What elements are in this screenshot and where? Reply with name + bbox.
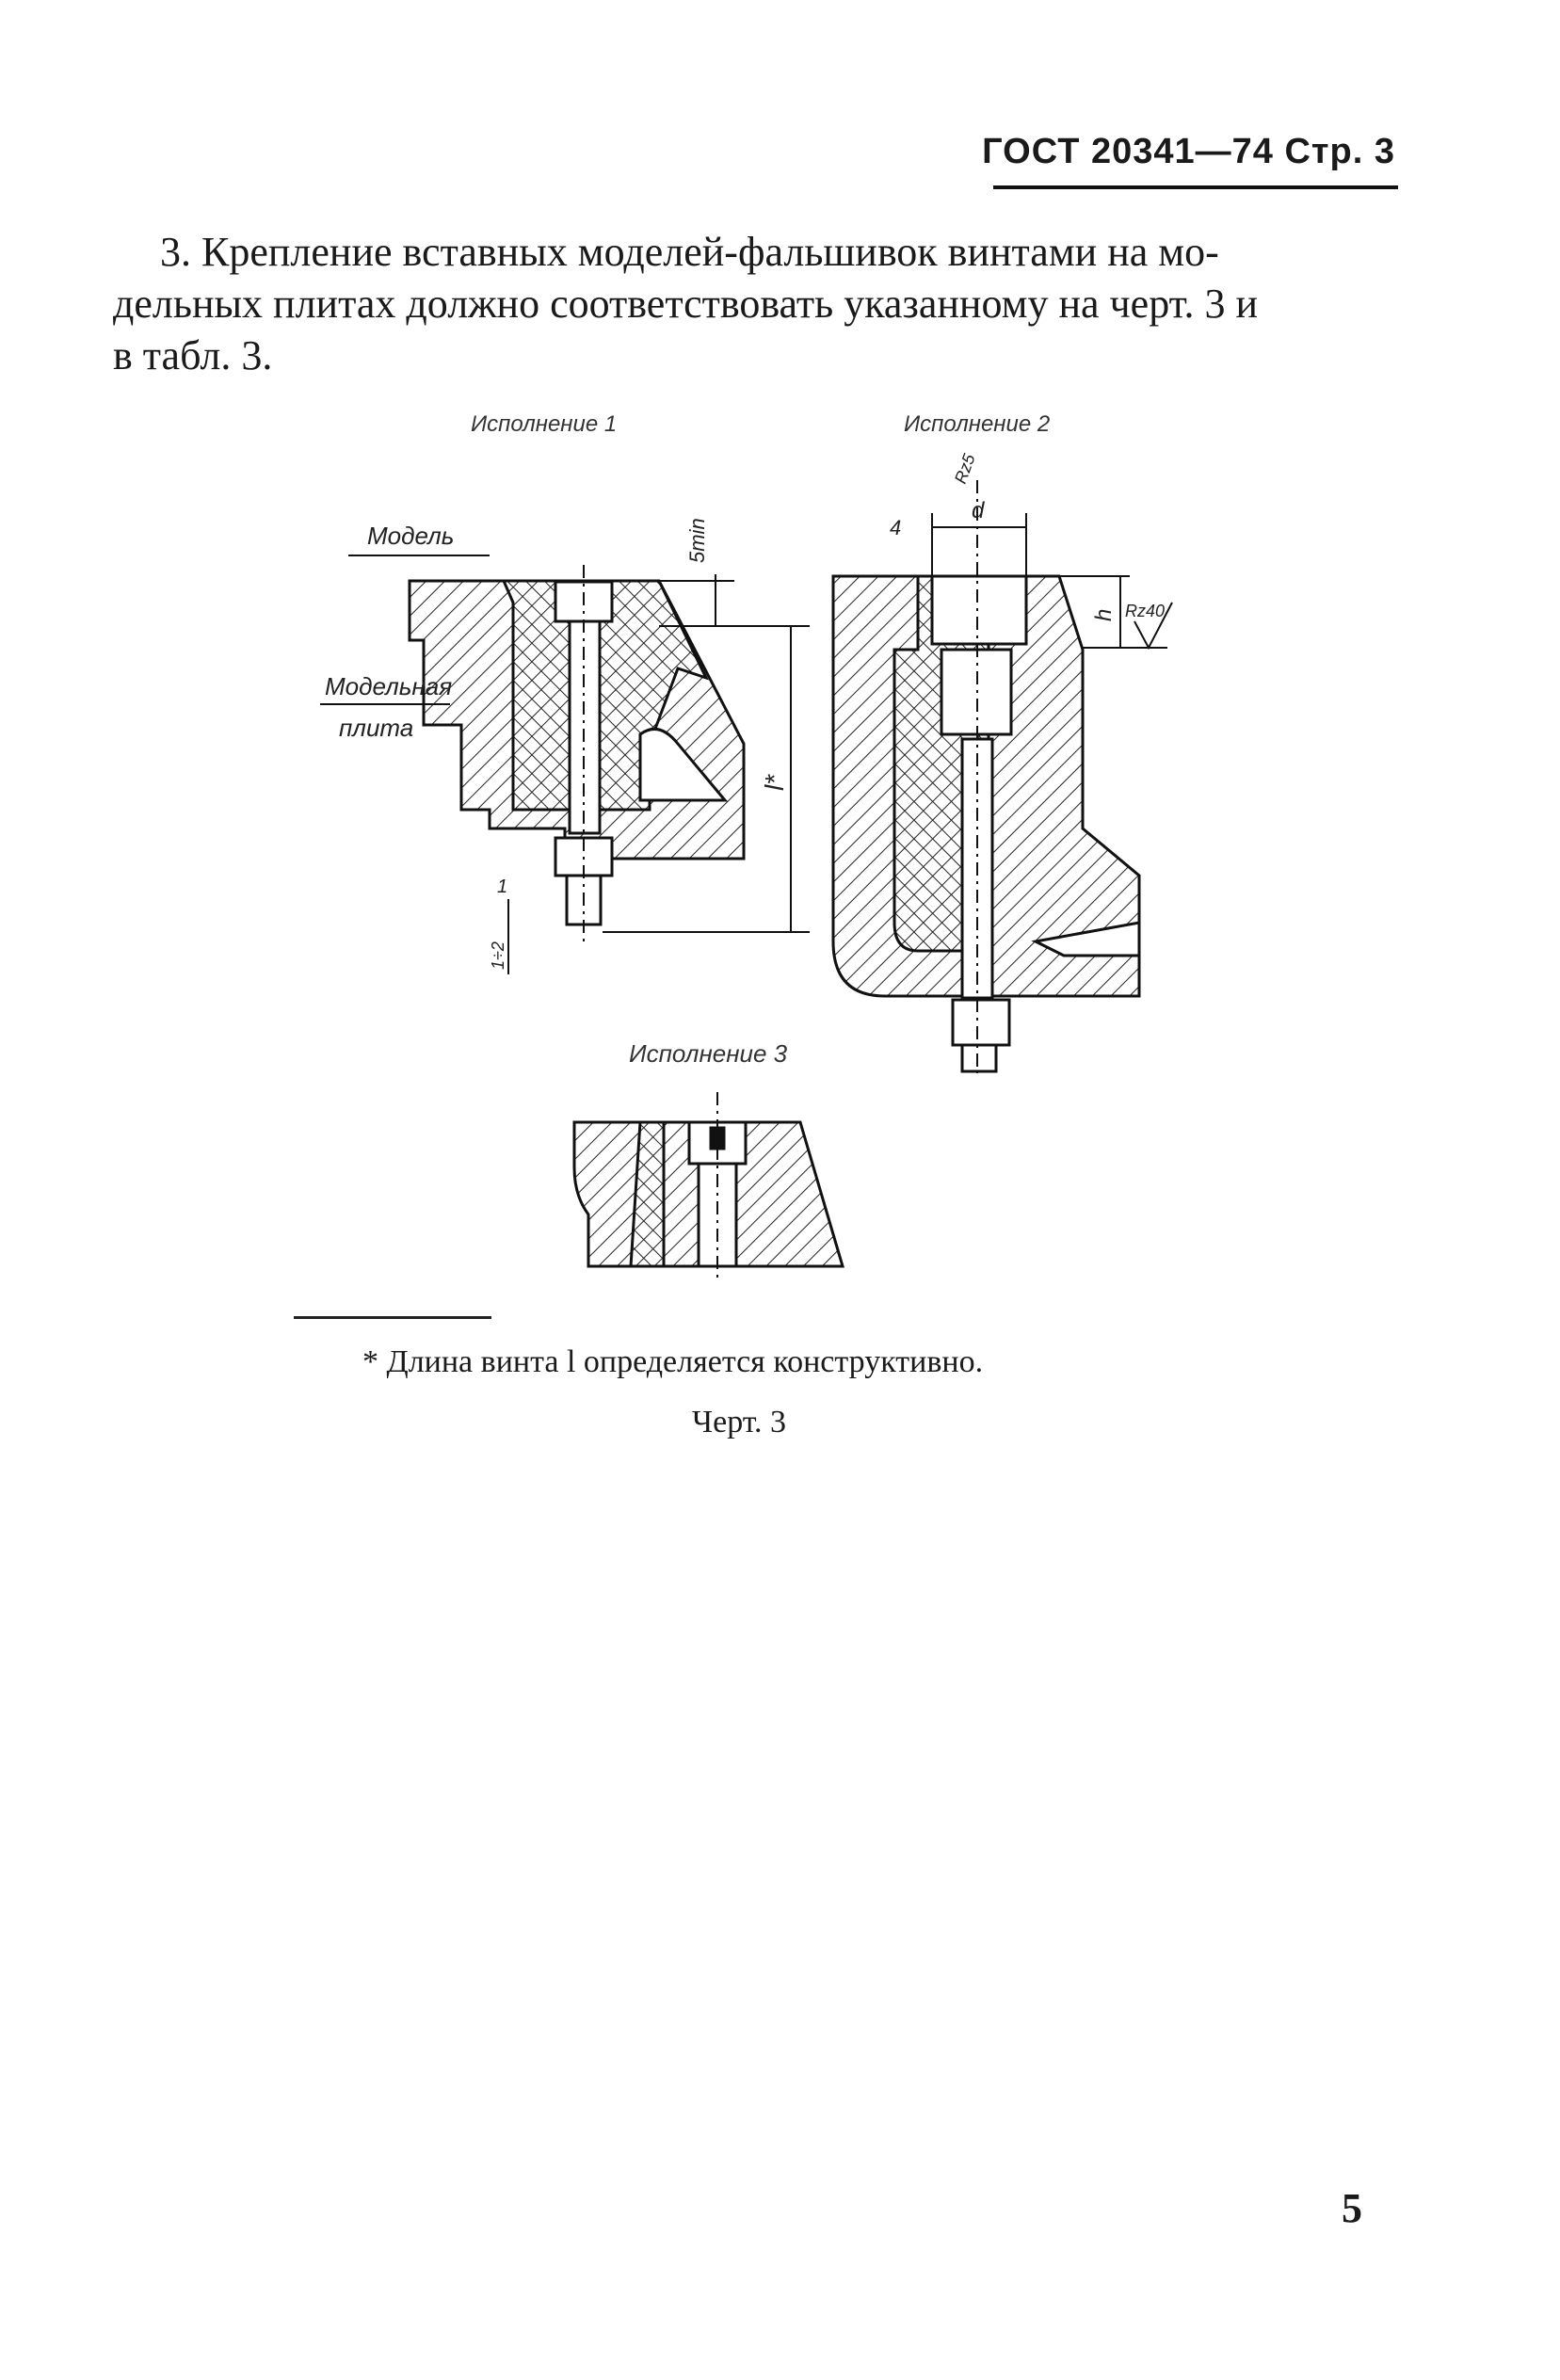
page-number: 5 xyxy=(1342,2185,1362,2231)
v2-screw-head-recess xyxy=(930,574,1028,646)
dim-roughness: Rz40 xyxy=(1125,602,1165,620)
dim-4: 4 xyxy=(890,516,901,539)
label-plate-1: Модельная xyxy=(325,672,452,700)
dim-1: 1 xyxy=(497,876,507,897)
header-rule xyxy=(993,185,1398,189)
dim-d: d xyxy=(972,498,985,523)
variant-2-drawing: Исполнение 2 d 4 Rz5 h Rz40 xyxy=(831,411,1173,1073)
dim-l: l* xyxy=(760,774,789,791)
label-model: Модель xyxy=(367,522,454,550)
v1-cavity xyxy=(638,727,729,802)
paragraph-line-2: дельных плитах должно соответствовать ук… xyxy=(113,281,1259,327)
variant-1-title: Исполнение 1 xyxy=(471,411,617,437)
dim-12: 1÷2 xyxy=(489,941,507,970)
v2-nut-lower xyxy=(960,1043,998,1073)
paragraph-line-1: 3. Крепление вставных моделей-фальшивок … xyxy=(160,229,1219,275)
variant-3-title: Исполнение 3 xyxy=(629,1039,788,1068)
v2-web xyxy=(1031,921,1141,957)
v3-model-insert xyxy=(629,1120,666,1268)
variant-1-drawing: Исполнение 1 Модель Модельная плита 5min… xyxy=(320,411,810,974)
dim-angle: Rz5 xyxy=(951,451,979,487)
v2-nut xyxy=(951,998,1011,1047)
technical-drawing: Исполнение 1 Модель Модельная плита 5min… xyxy=(320,411,1173,1280)
paragraph-line-3: в табл. 3. xyxy=(113,332,273,378)
body-paragraph: 3. Крепление вставных моделей-фальшивок … xyxy=(113,226,1412,381)
dim-h: h xyxy=(1091,609,1117,621)
variant-3-drawing: Исполнение 3 xyxy=(572,1039,845,1280)
footnote-rule xyxy=(294,1316,491,1319)
roughness-mark xyxy=(1134,602,1173,651)
page-header: ГОСТ 20341—74 Стр. 3 xyxy=(982,132,1395,171)
figure-caption: Черт. 3 xyxy=(692,1405,787,1439)
footnote: * Длина винта l определяется конструктив… xyxy=(362,1344,984,1379)
dim-5min: 5min xyxy=(685,518,709,563)
variant-2-title: Исполнение 2 xyxy=(904,411,1050,437)
label-plate-2: плита xyxy=(339,714,413,742)
